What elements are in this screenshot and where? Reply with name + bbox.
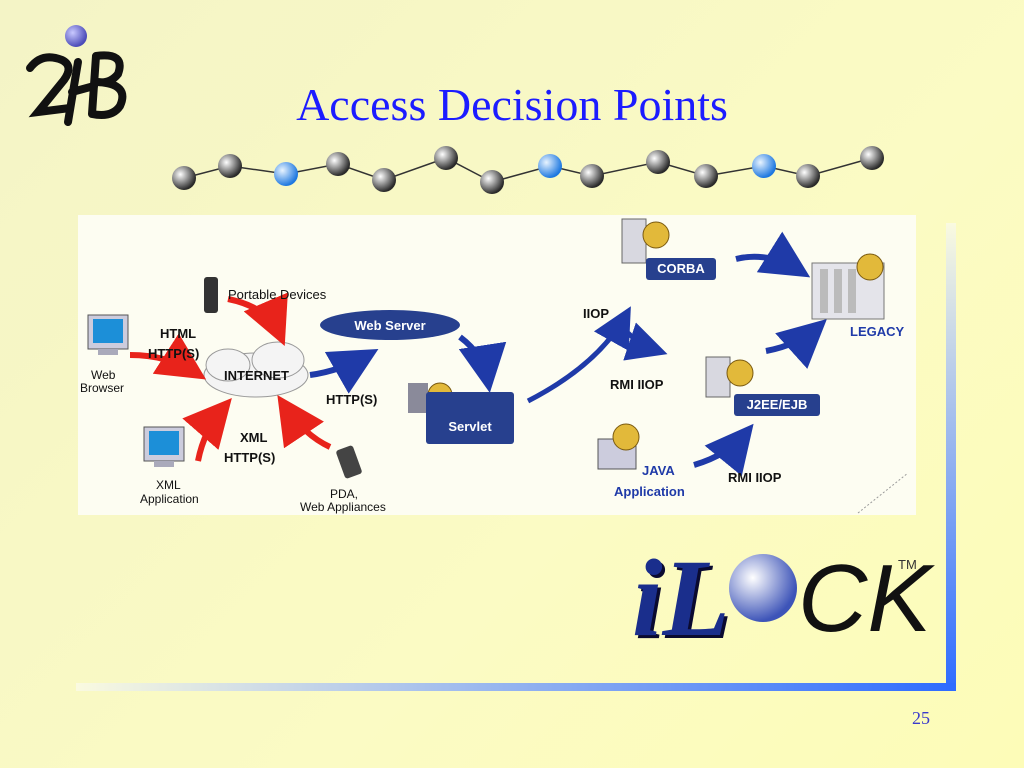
key-lock-icon: [705, 356, 754, 398]
bead-chain-divider: [172, 146, 884, 194]
monitor-icon: [87, 314, 129, 355]
ilock-logo: iL CK TM: [632, 537, 932, 659]
label-https-right: HTTP(S): [326, 392, 378, 407]
page-number: 25: [912, 708, 930, 728]
label-xml-top: XML: [240, 430, 268, 445]
company-logo: [26, 25, 127, 126]
pda-icon: [336, 445, 362, 479]
image-panel: [76, 213, 956, 691]
label-xml-https: HTTP(S): [224, 450, 276, 465]
label-xml: XML: [156, 478, 181, 492]
slide-title: Access Decision Points: [296, 79, 728, 130]
label-java-application: Application: [614, 484, 685, 499]
key-lock-icon: [621, 218, 670, 264]
web-server-shape: [320, 310, 460, 340]
label-internet: INTERNET: [224, 368, 289, 383]
sphere-icon: [729, 554, 797, 622]
phone-icon: [204, 277, 218, 313]
corba-box: CORBA: [646, 258, 716, 280]
label-application: Application: [140, 492, 199, 506]
label-https-left: HTTP(S): [148, 346, 200, 361]
key-lock-icon: [597, 423, 640, 470]
label-html: HTML: [160, 326, 197, 341]
label-rmi-iiop-mid: RMI IIOP: [610, 377, 664, 392]
label-legacy: LEGACY: [850, 324, 905, 339]
j2ee-box: J2EE/EJB: [734, 394, 820, 416]
label-iiop: IIOP: [583, 306, 610, 321]
monitor-icon: [143, 426, 185, 467]
label-pda: PDA,: [330, 487, 359, 501]
label-java: JAVA: [642, 463, 675, 478]
web-server-label: Web Server: [354, 318, 426, 333]
diagram-graphics: [87, 218, 909, 514]
label-web: Web: [91, 368, 116, 382]
servlet-box: Servlet: [426, 392, 514, 444]
label-web-appliances: Web Appliances: [300, 500, 386, 514]
label-portable-devices: Portable Devices: [228, 287, 327, 302]
mainframe-icon: [811, 253, 885, 320]
label-browser: Browser: [80, 381, 125, 395]
label-rmi-iiop-bottom: RMI IIOP: [728, 470, 782, 485]
cloud-icon: [203, 341, 309, 398]
